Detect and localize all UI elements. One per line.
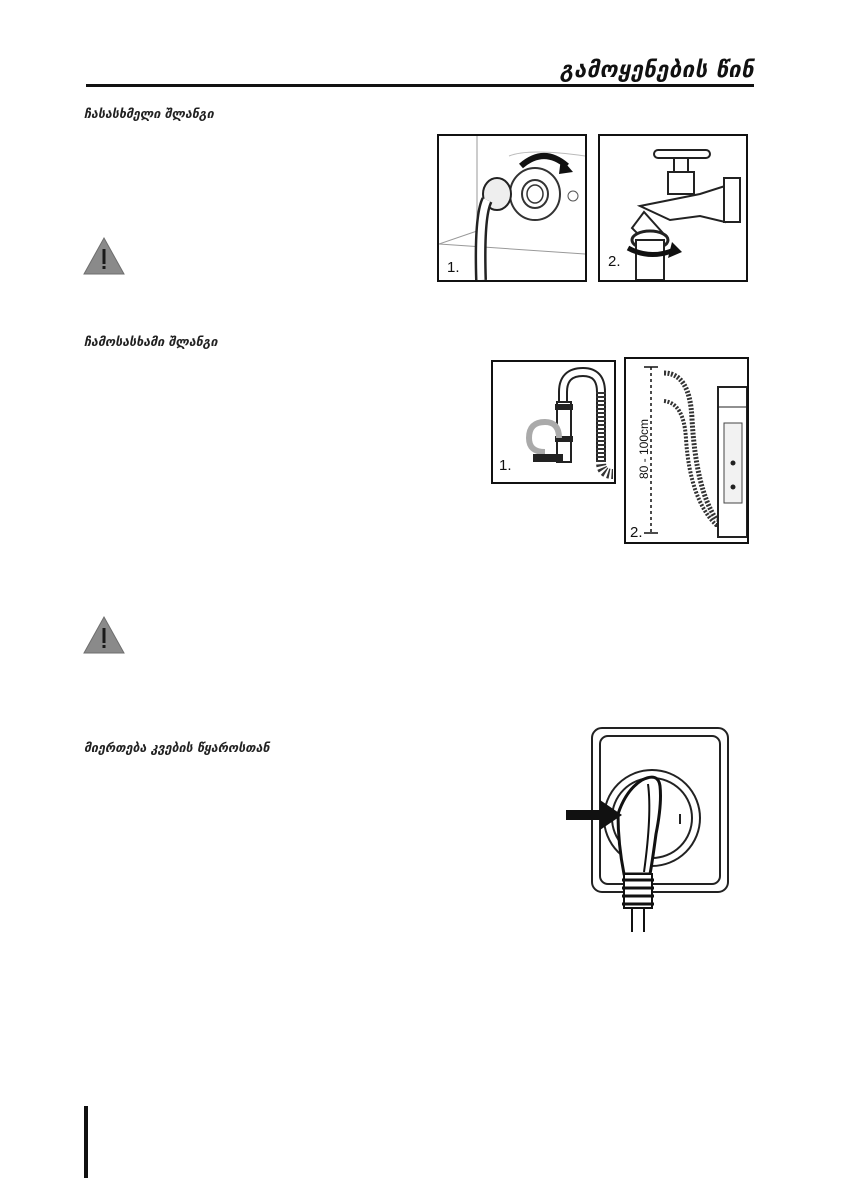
drain-height-label: 80 - 100cm (637, 419, 651, 479)
drain-step-2-label: 2. (630, 524, 643, 541)
arrow-icon (566, 800, 622, 830)
drain-step-1-label: 1. (499, 457, 512, 474)
inlet-step-1-label: 1. (447, 259, 460, 276)
inlet-connect-machine-illustration: 1. (437, 134, 587, 282)
inlet-connect-tap-illustration: 2. (598, 134, 748, 282)
page-margin-bar (84, 1106, 88, 1178)
warning-triangle-icon (83, 615, 125, 654)
power-connection-title: მიერთება კვების წყაროსთან (84, 740, 270, 755)
page-header-title: გამოყენების წინ (559, 58, 754, 83)
warning-triangle-icon (83, 236, 125, 275)
drain-sink-illustration: 1. (491, 360, 616, 484)
drain-hose-title: ჩამოსასხამი შლანგი (84, 334, 218, 349)
inlet-hose-title: ჩასასხმელი შლანგი (84, 106, 214, 121)
inlet-step-2-label: 2. (608, 253, 621, 270)
header-rule (86, 84, 754, 87)
power-plug-illustration (566, 727, 729, 932)
drain-height-illustration: 80 - 100cm 2. (624, 357, 749, 544)
